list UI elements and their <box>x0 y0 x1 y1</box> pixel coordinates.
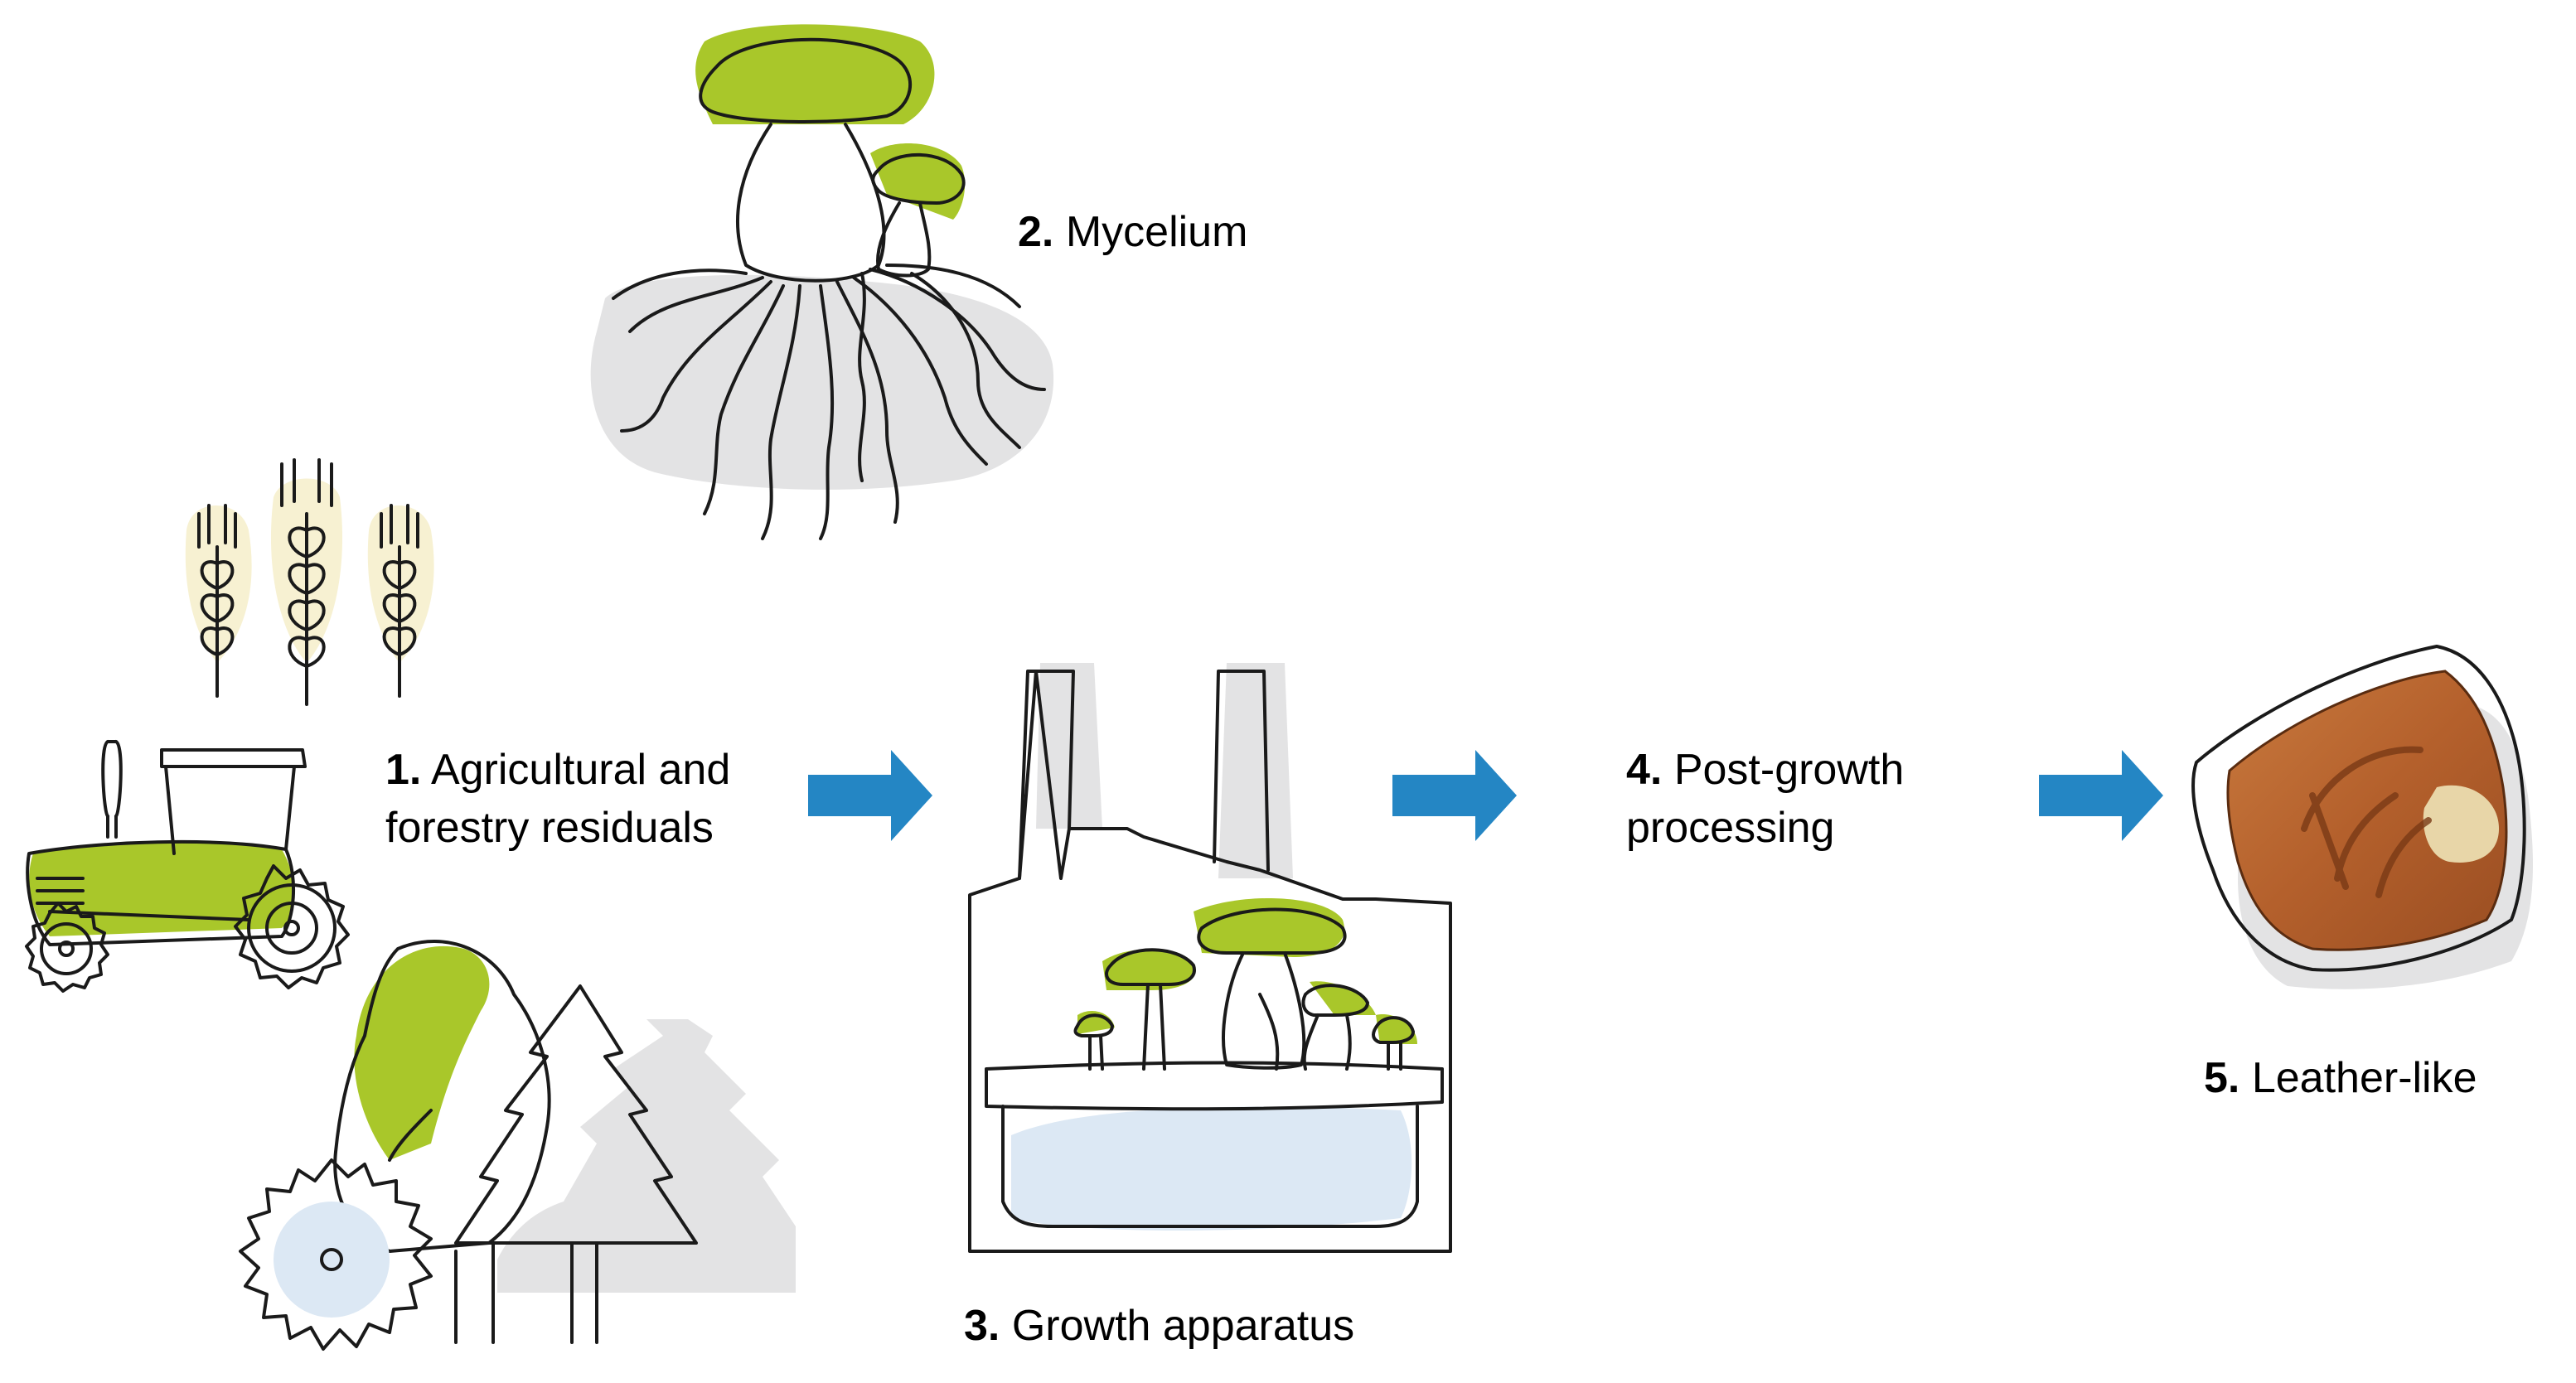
trees-icon <box>333 940 796 1344</box>
step-2-line-1: Mycelium <box>1065 208 1248 256</box>
step-3-line-1: Growth apparatus <box>1011 1302 1355 1350</box>
step-2-number: 2. <box>1018 208 1054 256</box>
wheat-icon <box>185 458 434 706</box>
step-4-line-1: Post-growth <box>1673 746 1905 794</box>
step-5-label: 5. Leather-like <box>2204 1049 2477 1107</box>
right-arrow <box>808 750 932 841</box>
right-arrow <box>1392 750 1517 841</box>
step-2-label: 2. Mycelium <box>1018 203 1247 261</box>
step-4-number: 4. <box>1626 746 1663 794</box>
step-5-number: 5. <box>2204 1054 2240 1102</box>
mushroom-mycelium-icon <box>590 24 1054 540</box>
step-3-label: 3. Growth apparatus <box>964 1297 1354 1355</box>
tractor-rear-wheel <box>234 864 350 989</box>
tractor-icon <box>25 740 350 993</box>
saw-blade-icon <box>239 1158 433 1351</box>
factory-growth-tray-icon <box>968 663 1452 1253</box>
right-arrow <box>2039 750 2163 841</box>
step-1-line-1: Agricultural and <box>430 746 731 794</box>
step-1-number: 1. <box>385 746 422 794</box>
tractor-front-wheel <box>25 902 109 993</box>
step-5-line-1: Leather-like <box>2251 1054 2477 1102</box>
step-1-label: 1. Agricultural and forestry residuals <box>385 741 730 857</box>
step-3-number: 3. <box>964 1302 1000 1350</box>
step-4-line-2: processing <box>1626 804 1835 852</box>
step-4-label: 4. Post-growth processing <box>1626 741 1904 857</box>
step-1-line-2: forestry residuals <box>385 804 714 852</box>
leather-sample-icon <box>2191 645 2533 989</box>
